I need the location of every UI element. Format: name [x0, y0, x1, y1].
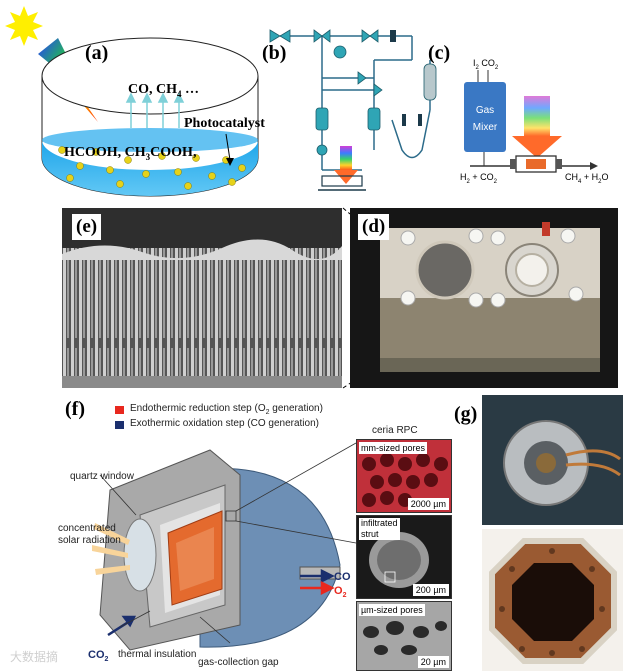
panel-g: (g): [452, 395, 623, 671]
panel-a: (a) CO, CH4 … Photocatalyst HCOOH, CH3CO…: [0, 0, 270, 200]
quartz-window-text: quartz window: [70, 471, 134, 482]
reactor-exterior-photo: [482, 395, 623, 525]
scale-bar-20: 20 µm: [417, 656, 449, 668]
strut-tag: infiltrated strut: [359, 518, 400, 540]
mm-pores-tag: mm-sized pores: [359, 442, 428, 454]
panel-a-illustration: [5, 6, 259, 197]
strut-micrograph: infiltrated strut 200 µm: [356, 515, 452, 599]
solar-radiation-text: concentrated solar radiation: [58, 523, 121, 546]
legend-red-swatch: [115, 406, 124, 414]
panel-b-label: (b): [262, 42, 287, 64]
panel-a-label: (a): [85, 42, 109, 64]
scale-bar-200: 200 µm: [412, 584, 449, 596]
panel-c: (c) I2 CO2 Gas Mixer H2 + CO2 CH4 + H2O: [428, 30, 623, 200]
o2-output-text: O2: [334, 585, 347, 600]
panel-c-label: (c): [428, 42, 451, 64]
co2-input-text: CO2: [88, 649, 109, 664]
product-gas-text: CH4 + H2O: [565, 172, 609, 185]
flow-apparatus-diagram: [269, 29, 437, 191]
catalyst-particles: [58, 146, 246, 190]
legend-red-text: Endothermic reduction step (O2 generatio…: [130, 403, 323, 416]
liquid-products-text: HCOOH, CH3COOH,: [64, 145, 197, 162]
panel-e-label: (e): [72, 214, 102, 240]
legend-blue-swatch: [115, 421, 124, 429]
gas-collection-gap-text: gas-collection gap: [198, 657, 279, 668]
reactor-interior-photo: [482, 529, 623, 671]
ceria-rpc-text: ceria RPC: [372, 425, 418, 436]
panel-d-photo: (d): [350, 208, 618, 388]
panel-g-label: (g): [454, 403, 478, 425]
co-output-text: CO: [334, 571, 351, 583]
inlet-gases-text: I2 CO2: [473, 58, 499, 71]
photocatalyst-text: Photocatalyst: [184, 116, 265, 131]
feed-gas-text: H2 + CO2: [460, 172, 497, 185]
gas-mixer-diagram: [464, 70, 598, 173]
um-pores-micrograph: µm-sized pores 20 µm: [356, 601, 452, 671]
solar-reactor-cutaway: [92, 442, 357, 651]
panel-f: (f) Endothermic reduction step (O2 gener…: [0, 395, 470, 671]
legend-blue-text: Exothermic oxidation step (CO generation…: [130, 418, 319, 429]
mm-pores-micrograph: mm-sized pores 2000 µm: [356, 439, 452, 513]
thermal-insulation-text: thermal insulation: [118, 649, 197, 660]
watermark-text: 大数据摘: [10, 650, 59, 664]
gas-mixer-label: Gas Mixer: [472, 105, 498, 133]
panel-f-label: (f): [65, 398, 85, 420]
um-pores-tag: µm-sized pores: [359, 604, 425, 616]
gas-products-text: CO, CH4 …: [128, 82, 199, 99]
panel-d-label: (d): [358, 214, 390, 240]
sun-icon: [5, 6, 43, 46]
panel-b: (b): [262, 0, 452, 200]
panel-e-sem-image: (e): [62, 208, 342, 388]
scale-bar-2000: 2000 µm: [407, 498, 449, 510]
